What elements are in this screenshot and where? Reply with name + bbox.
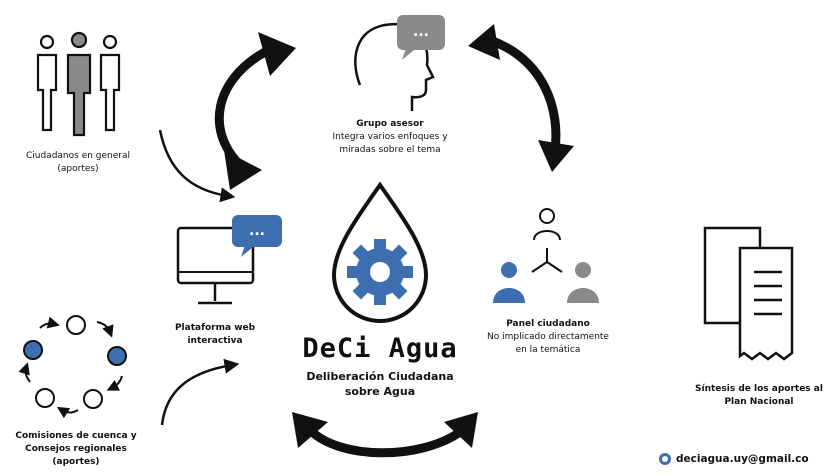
contact-email[interactable]: deciagua.uy@gmail.co [659,453,809,465]
panel-sub2: en la temática [515,345,581,355]
brand-name: DeCi Agua [302,333,458,364]
brand-subtitle: Deliberación Ciudadana sobre Agua [280,369,480,399]
ciudadanos-sub: (aportes) [57,164,99,174]
sintesis-label: Síntesis de los aportes al Plan Nacional [686,383,832,409]
head-bubble-dots: ... [413,24,429,40]
document-stack-icon [703,226,794,361]
people-group-icon [36,31,121,137]
panel-title: Panel ciudadano [506,319,590,329]
plataforma-title-1: Plataforma web [174,323,256,333]
grupo-asesor-label: Grupo asesor Integra varios enfoques y m… [315,118,465,157]
arrowhead-left-bottom [224,150,262,190]
sintesis-title-1: Síntesis de los aportes al [695,384,823,394]
comisiones-title-1: Comisiones de cuenca y [15,431,137,441]
brand-subtitle-1: Deliberación Ciudadana [306,370,454,383]
circle-cycle-icon [18,315,127,419]
plataforma-title-2: interactiva [187,336,243,346]
arrowhead-right-top [468,24,500,60]
sintesis-title-2: Plan Nacional [724,397,794,407]
head-chat-icon: ... [354,15,445,111]
brand-subtitle-2: sobre Agua [344,385,416,398]
ciudadanos-title: Ciudadanos en general [25,151,130,161]
comisiones-label: Comisiones de cuenca y Consejos regional… [2,430,150,469]
comisiones-sub: (aportes) [52,457,100,467]
monitor-chat-icon: ... [176,215,282,305]
arrowhead-bottom-left [292,412,328,448]
plataforma-label: Plataforma web interactiva [160,322,270,348]
water-drop-gear-icon [331,181,429,323]
cycle-arrow-bottom [306,426,463,458]
arrowhead-bottom-right [444,412,478,448]
panel-label: Panel ciudadano No implicado directament… [478,318,618,357]
grupo-asesor-title: Grupo asesor [356,119,424,129]
comisiones-title-2: Consejos regionales [25,444,127,454]
globe-icon [659,453,671,465]
grupo-asesor-sub2: miradas sobre el tema [339,145,441,155]
contact-email-text[interactable]: deciagua.uy@gmail.co [676,453,809,465]
arrow-ciudadanos-to-plataforma [158,129,236,203]
panel-sub1: No implicado directamente [487,332,609,342]
ciudadanos-label: Ciudadanos en general (aportes) [8,150,148,176]
cycle-arrow-left [214,48,268,169]
cycle-arrow-right [488,35,561,151]
network-people-icon [493,208,599,303]
grupo-asesor-sub1: Integra varios enfoques y [332,132,448,142]
arrow-comisiones-to-plataforma [160,358,240,426]
monitor-bubble-dots: ... [249,223,265,239]
arrowhead-left-top [258,32,296,76]
arrowhead-right-bottom [538,140,574,172]
